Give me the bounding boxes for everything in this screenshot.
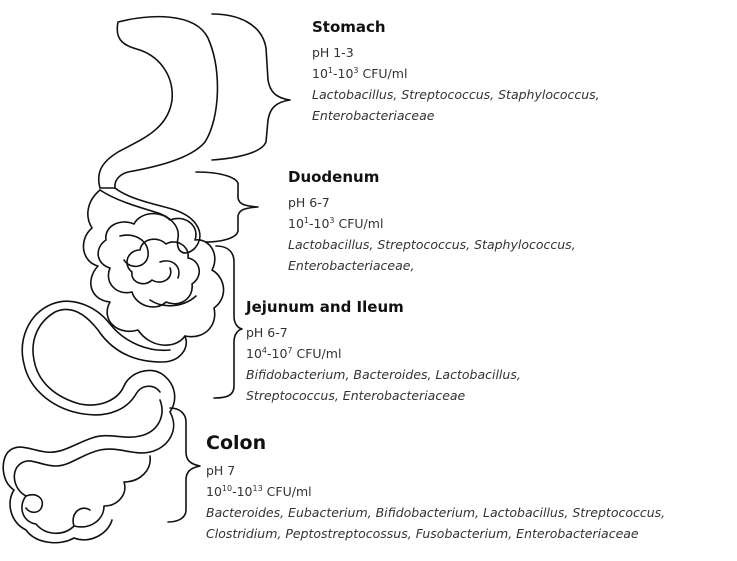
small-intestine-outline bbox=[83, 190, 223, 345]
jejunum-brace bbox=[214, 246, 242, 398]
jejunum-ileum-bacteria-line: Streptococcus, Enterobacteriaceae bbox=[246, 385, 521, 406]
colon-bacteria-line: Clostridium, Peptostreptocossus, Fusobac… bbox=[206, 523, 665, 544]
duodenum-cfu: 101-103 CFU/ml bbox=[288, 213, 576, 234]
stomach-brace bbox=[212, 14, 290, 160]
colon-ph: pH 7 bbox=[206, 460, 665, 481]
stomach-cfu: 101-103 CFU/ml bbox=[312, 63, 600, 84]
stomach-title: Stomach bbox=[312, 18, 600, 36]
stomach-info: Stomach pH 1-3 101-103 CFU/ml Lactobacil… bbox=[312, 18, 600, 126]
jejunum-ileum-ph: pH 6-7 bbox=[246, 322, 521, 343]
stomach-outline bbox=[99, 17, 218, 188]
duodenum-outline bbox=[100, 188, 200, 253]
duodenum-ph: pH 6-7 bbox=[288, 192, 576, 213]
duodenum-bacteria-line: Enterobacteriaceae, bbox=[288, 255, 576, 276]
colon-brace bbox=[168, 408, 200, 522]
colon-title: Colon bbox=[206, 432, 665, 454]
jejunum-ileum-bacteria-line: Bifidobacterium, Bacteroides, Lactobacil… bbox=[246, 364, 521, 385]
duodenum-info: Duodenum pH 6-7 101-103 CFU/ml Lactobaci… bbox=[288, 168, 576, 276]
stomach-bacteria-line: Lactobacillus, Streptococcus, Staphyloco… bbox=[312, 84, 600, 105]
duodenum-brace bbox=[196, 172, 258, 242]
stomach-bacteria-line: Enterobacteriaceae bbox=[312, 105, 600, 126]
duodenum-title: Duodenum bbox=[288, 168, 576, 186]
jejunum-ileum-title: Jejunum and Ileum bbox=[246, 298, 521, 316]
jejunum-ileum-cfu: 104-107 CFU/ml bbox=[246, 343, 521, 364]
jejunum-ileum-info: Jejunum and Ileum pH 6-7 104-107 CFU/ml … bbox=[246, 298, 521, 406]
colon-outline bbox=[14, 412, 173, 533]
stomach-ph: pH 1-3 bbox=[312, 42, 600, 63]
duodenum-bacteria-line: Lactobacillus, Streptococcus, Staphyloco… bbox=[288, 234, 576, 255]
colon-info: Colon pH 7 1010-1013 CFU/ml Bacteroides,… bbox=[206, 432, 665, 544]
colon-bacteria-line: Bacteroides, Eubacterium, Bifidobacteriu… bbox=[206, 502, 665, 523]
colon-cfu: 1010-1013 CFU/ml bbox=[206, 481, 665, 502]
